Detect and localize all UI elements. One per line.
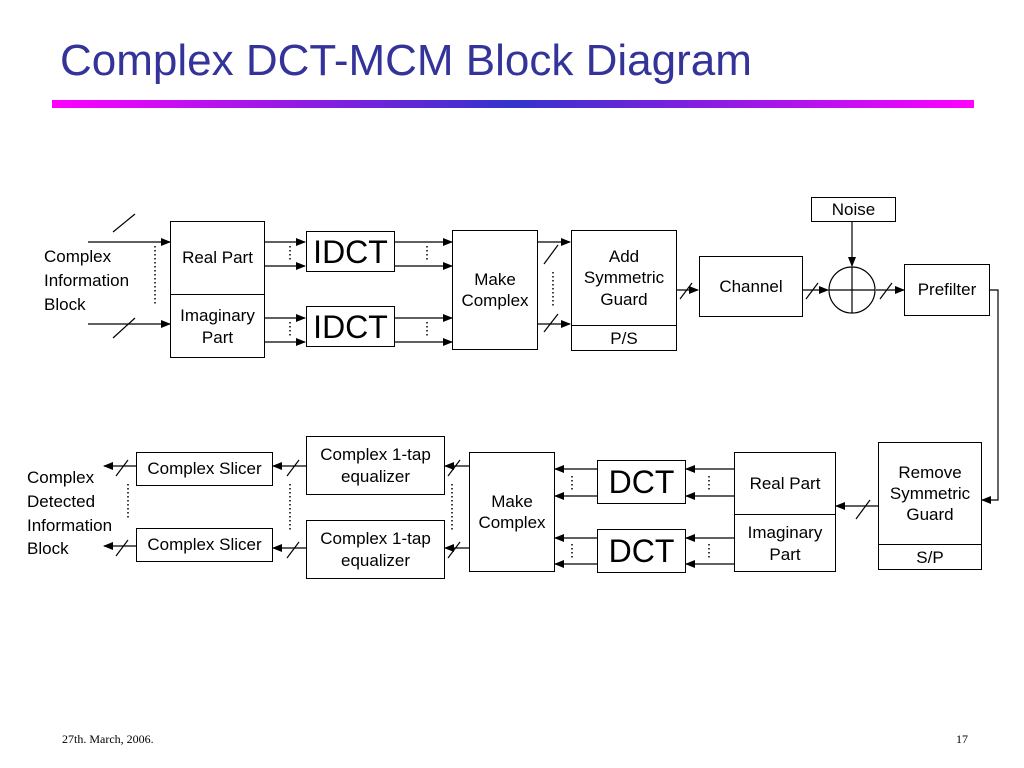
sp-cell: S/P xyxy=(916,547,944,567)
page-title: Complex DCT-MCM Block Diagram xyxy=(60,36,752,85)
real-imag-combine-block: Real Part Imaginary Part xyxy=(734,452,836,572)
real-part-cell-bottom: Real Part xyxy=(735,453,835,515)
make-complex-block: Make Complex xyxy=(452,230,538,350)
input-label: Complex Information Block xyxy=(44,247,130,314)
channel-block: Channel xyxy=(699,256,803,317)
prefilter-block: Prefilter xyxy=(904,264,990,316)
output-label: Complex Detected Information Block xyxy=(27,468,113,559)
page-number: 17 xyxy=(956,732,968,746)
idct-upper-block: IDCT xyxy=(306,231,395,272)
ps-cell: P/S xyxy=(610,328,638,348)
real-part-cell: Real Part xyxy=(171,222,264,295)
imaginary-part-cell: Imaginary Part xyxy=(180,306,255,347)
add-guard-block: Add Symmetric Guard P/S xyxy=(571,230,677,351)
dct-lower-block: DCT xyxy=(597,529,686,573)
title-underline xyxy=(52,100,974,108)
adder-circle xyxy=(828,266,876,314)
slicer-lower-block: Complex Slicer xyxy=(136,528,273,562)
equalizer-upper-block: Complex 1-tap equalizer xyxy=(306,436,445,495)
equalizer-lower-block: Complex 1-tap equalizer xyxy=(306,520,445,579)
real-imag-split-block: Real Part Imaginary Part xyxy=(170,221,265,358)
noise-block: Noise xyxy=(811,197,896,222)
remove-guard-cell: Remove Symmetric Guard xyxy=(879,443,981,545)
make-complex-block-bottom: Make Complex xyxy=(469,452,555,572)
imaginary-part-cell-bottom: Imaginary Part xyxy=(747,523,823,564)
footer-date: 27th. March, 2006. xyxy=(62,732,154,746)
idct-lower-block: IDCT xyxy=(306,306,395,347)
add-guard-cell: Add Symmetric Guard xyxy=(572,231,676,326)
slicer-upper-block: Complex Slicer xyxy=(136,452,273,486)
remove-guard-block: Remove Symmetric Guard S/P xyxy=(878,442,982,570)
dct-upper-block: DCT xyxy=(597,460,686,504)
